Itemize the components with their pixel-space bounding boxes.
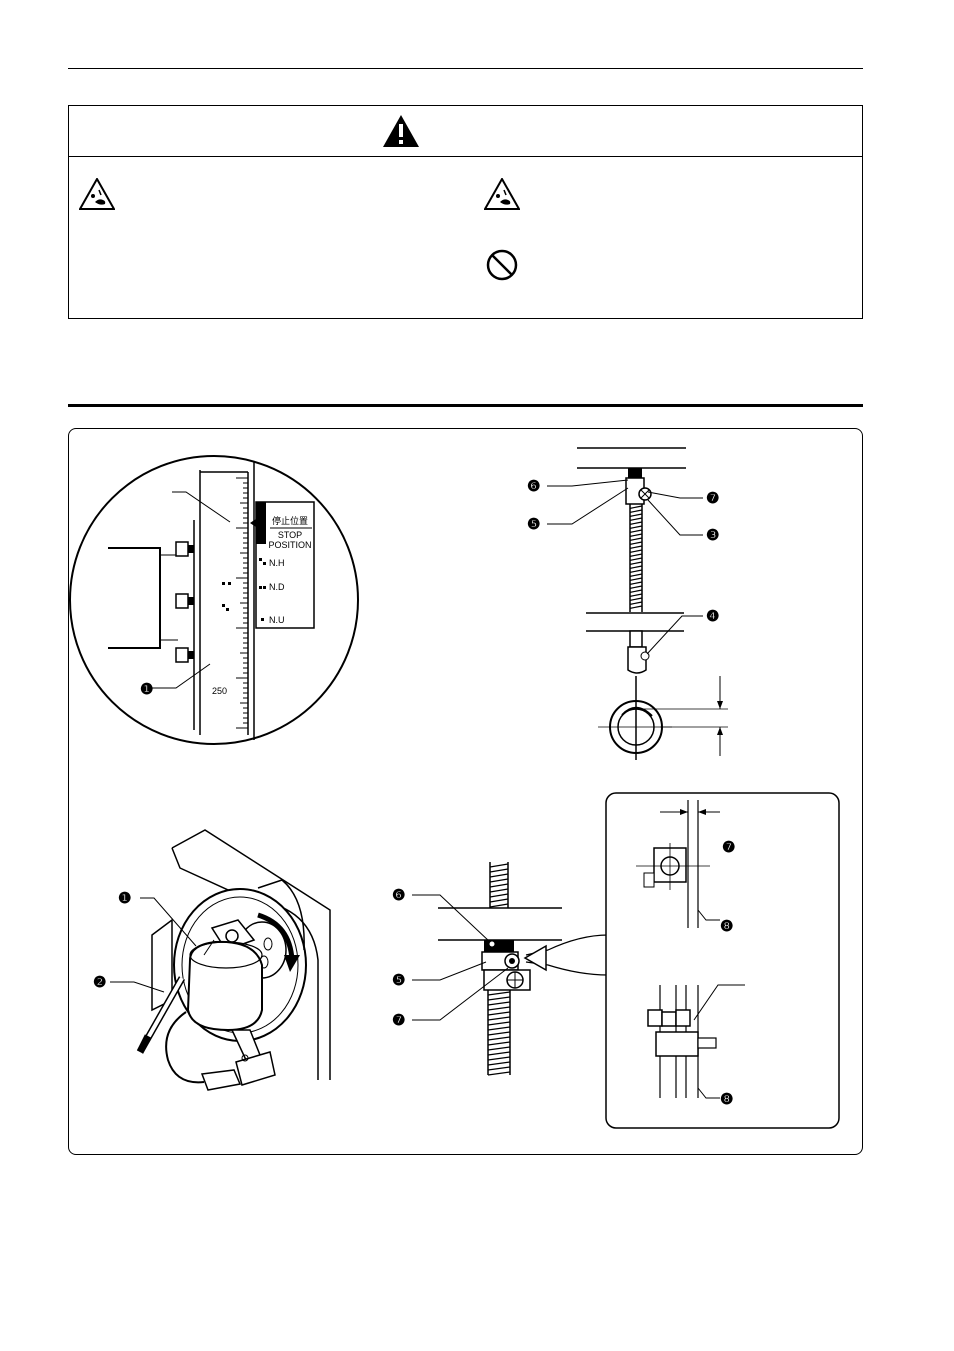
callout-4: ❹ [706, 608, 719, 625]
position-nh: N.H [269, 558, 285, 568]
caution-box [68, 105, 863, 319]
scale-value-label: 250 [212, 686, 227, 696]
hand-injury-icon [484, 178, 520, 210]
scale-japanese-label: 停止位置 [272, 515, 308, 526]
callout-5: ❺ [527, 516, 540, 533]
callout-5b: ❺ [392, 972, 405, 989]
collar-thread-lower [487, 991, 511, 1076]
needle-bar-assembly: ❻ ❺ ❼ ❸ ❹ [527, 447, 728, 760]
figure-frame [68, 428, 863, 1155]
warning-triangle-icon [383, 115, 419, 147]
callout-8: ❽ [720, 918, 733, 935]
hand-injury-icon [79, 178, 115, 210]
callout-7b: ❼ [392, 1012, 405, 1029]
callout-7: ❼ [706, 490, 719, 507]
callout-6: ❻ [527, 478, 540, 495]
callout-7c: ❼ [722, 839, 735, 856]
callout-2: ❷ [93, 974, 106, 991]
callout-1b: ❶ [118, 890, 131, 907]
motor-pulley-assembly: ❶ ❷ [93, 829, 331, 1091]
inset-detail: ❼ ❽ ❽ [605, 792, 840, 1129]
needle-bar-collar-detail: ❻ ❺ ❼ [392, 862, 609, 1076]
scale-ticks [236, 477, 248, 729]
needle-bar-thread [629, 505, 643, 609]
section-rule [68, 404, 863, 407]
callout-6b: ❻ [392, 887, 405, 904]
stop-position-detail: 停止位置 STOP POSITION N.H N.D N.U 250 ❶ [69, 455, 359, 745]
stop-label: STOP [278, 530, 302, 540]
callout-1: ❶ [140, 681, 153, 698]
position-label: POSITION [268, 540, 311, 550]
collar-thread-upper [489, 863, 509, 908]
header-rule [68, 68, 863, 69]
prohibition-icon [486, 249, 518, 281]
caution-header [69, 106, 862, 157]
position-nd: N.D [269, 582, 285, 592]
callout-8b: ❽ [720, 1091, 733, 1108]
position-nu: N.U [269, 615, 285, 625]
callout-3: ❸ [706, 527, 719, 544]
